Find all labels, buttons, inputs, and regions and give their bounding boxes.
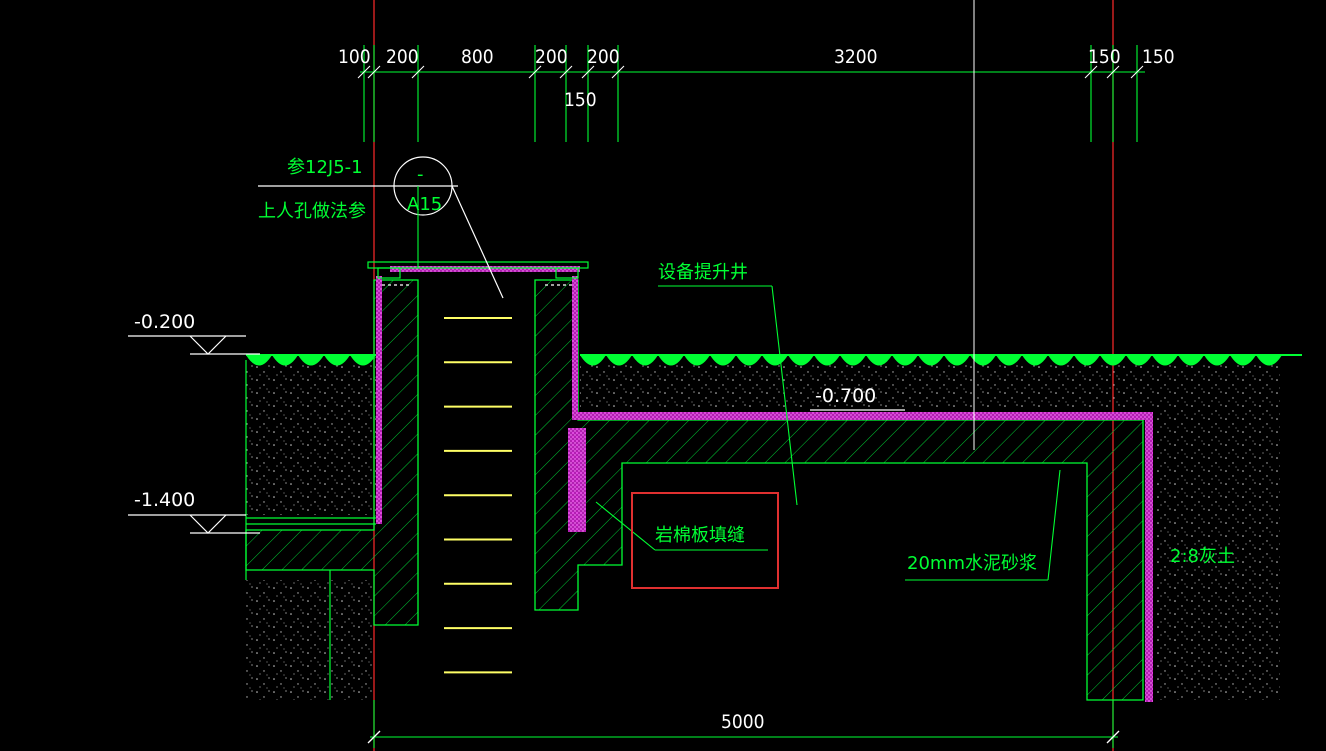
dim-150-sub: 150	[564, 89, 597, 111]
ref-code-text: 参12J5-1	[287, 157, 363, 178]
dim-150-b: 150	[1142, 46, 1175, 68]
dim-150-a: 150	[1088, 46, 1121, 68]
soil-label: 2:8灰土	[1170, 546, 1235, 567]
highlight-box	[631, 492, 779, 589]
mortar-label: 20mm水泥砂浆	[907, 553, 1037, 574]
dimension-tick	[367, 65, 381, 79]
rockwool-label: 岩棉板填缝	[655, 525, 745, 546]
dimension-tick	[528, 65, 542, 79]
manhole-cover	[367, 261, 589, 286]
ladder-rungs	[444, 317, 512, 674]
dim-5000: 5000	[721, 711, 765, 733]
dimension-tick	[559, 65, 573, 79]
bottom-dimension: 5000	[367, 700, 1120, 748]
insulation-layers	[376, 266, 1153, 702]
dim-200-b: 200	[535, 46, 568, 68]
detail-callout	[258, 156, 504, 299]
level-ground-text: -0.200	[134, 311, 195, 333]
dimension-tick	[611, 65, 625, 79]
dim-200-a: 200	[386, 46, 419, 68]
dimension-tick	[1130, 65, 1144, 79]
dim-3200: 3200	[834, 46, 878, 68]
ground-line	[246, 354, 1302, 366]
dimension-tick	[357, 65, 371, 79]
dim-100: 100	[338, 46, 371, 68]
rockwool-leader	[595, 501, 768, 551]
shaft-label: 设备提升井	[658, 262, 748, 283]
top-dimension-labels: 100 200 800 200 200 3200 150 150 150	[338, 46, 1175, 111]
shaft-leader	[658, 285, 798, 506]
detail-bottom-text: A15	[407, 194, 442, 215]
level-marker-ground	[128, 335, 260, 355]
level-lower-text: -1.400	[134, 489, 195, 511]
mortar-leader	[905, 469, 1061, 581]
dimension-tick	[581, 65, 595, 79]
dimension-tick	[1106, 65, 1120, 79]
dim-200-c: 200	[587, 46, 620, 68]
soil-fill	[246, 365, 1280, 700]
dimension-tick	[1084, 65, 1098, 79]
level-roof-text: -0.700	[815, 385, 876, 407]
detail-top-text: -	[417, 164, 424, 185]
top-dimension-line	[360, 71, 1145, 73]
level-marker-lower	[128, 514, 260, 534]
dim-800: 800	[461, 46, 494, 68]
lower-slab	[245, 360, 376, 700]
dimension-ticks	[357, 45, 1144, 142]
ref-desc-text: 上人孔做法参	[258, 201, 366, 222]
dimension-tick	[411, 65, 425, 79]
